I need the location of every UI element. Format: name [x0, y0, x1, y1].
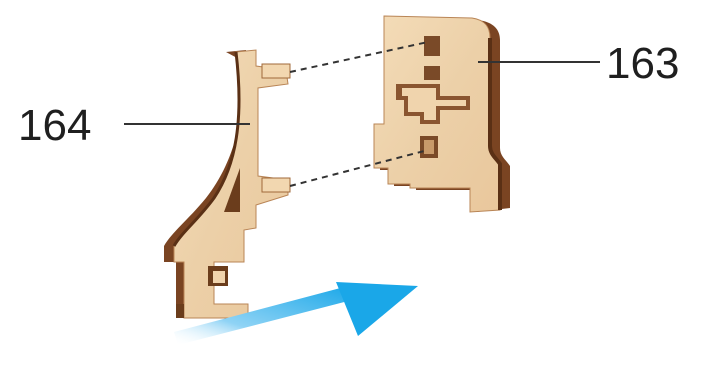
callout-164: 164	[18, 101, 250, 150]
part-164-bottom-tab	[262, 178, 290, 192]
part-164	[164, 50, 290, 318]
label-164: 164	[18, 101, 91, 150]
part-163-top-slot	[424, 36, 440, 56]
part-163-bottom-slot-inner	[424, 140, 434, 154]
part-163	[374, 16, 510, 212]
part-164-square-window-inner	[213, 271, 225, 283]
callout-163: 163	[478, 39, 679, 88]
part-164-top-tab	[262, 64, 290, 78]
part-163-upper-slot	[424, 66, 440, 80]
arrow-head	[336, 282, 418, 336]
part-164-foot-edge	[176, 304, 184, 318]
label-163: 163	[606, 39, 679, 88]
